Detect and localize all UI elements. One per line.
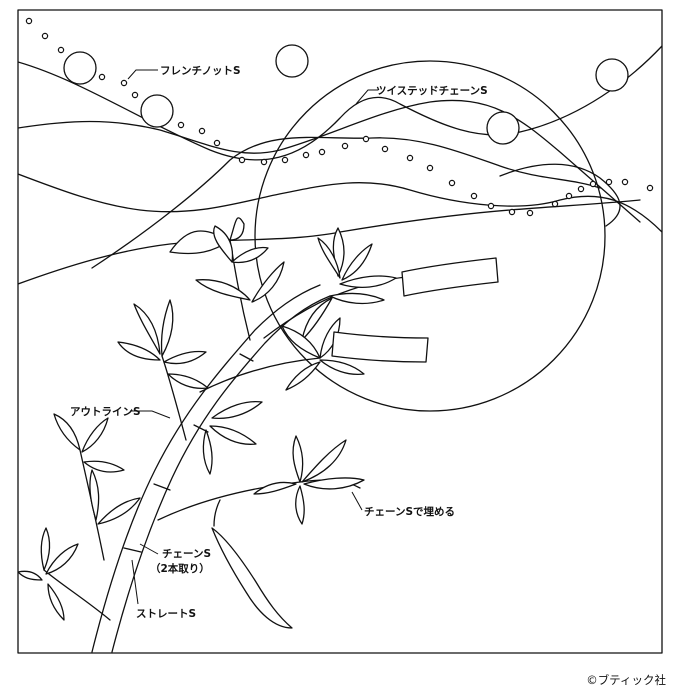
wave-sky bbox=[18, 99, 641, 223]
copyright: ©ブティック社 bbox=[586, 673, 666, 687]
small-circles bbox=[63, 44, 629, 145]
strip-middle bbox=[331, 331, 429, 363]
pattern-drawing bbox=[18, 17, 662, 653]
wave-middle bbox=[18, 173, 662, 233]
strip-lower bbox=[211, 527, 293, 629]
french-knot-dots bbox=[25, 17, 654, 217]
label-french-knot: フレンチノットS bbox=[160, 65, 241, 77]
pattern-frame bbox=[17, 9, 663, 654]
moon-circle bbox=[254, 60, 606, 412]
leader-lines bbox=[127, 69, 378, 605]
wave-lower bbox=[18, 199, 641, 285]
label-twisted-chain: ツイステッドチェーンS bbox=[376, 85, 488, 97]
label-outline: アウトラインS bbox=[70, 406, 141, 418]
paper-strips bbox=[211, 257, 499, 629]
label-chain: チェーンS bbox=[162, 548, 211, 560]
stitch-labels: フレンチノットS ツイステッドチェーンS アウトラインS チェーンSで埋める チ… bbox=[70, 65, 488, 620]
label-straight: ストレートS bbox=[136, 608, 196, 620]
wave-top bbox=[18, 45, 662, 161]
wave-right-cusp bbox=[499, 163, 621, 227]
label-chain-fill: チェーンSで埋める bbox=[364, 505, 455, 518]
wave-diagonal bbox=[91, 136, 601, 269]
bamboo-leaves bbox=[18, 217, 397, 621]
label-chain-note: （2本取り） bbox=[150, 562, 210, 575]
strip-upper bbox=[401, 257, 499, 297]
